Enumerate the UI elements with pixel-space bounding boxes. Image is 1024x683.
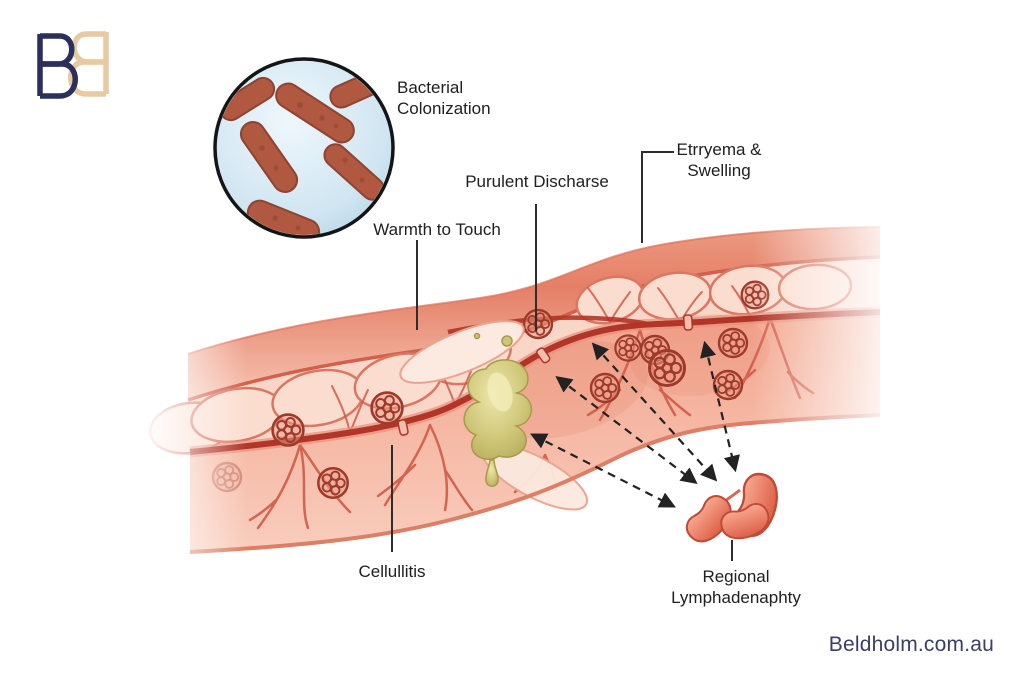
label-cellulitis: Cellullitis <box>358 562 426 581</box>
bacteria-rods <box>218 71 385 235</box>
annotation-lines <box>391 151 733 561</box>
bacteria-magnifier <box>213 57 395 239</box>
erythema-label-line <box>641 151 674 243</box>
magnifier-circle <box>213 57 395 239</box>
label-erythema-swelling: Etrryema & Swelling <box>676 140 762 180</box>
skin-surface-edge <box>187 226 881 355</box>
label-purulent-discharge: Purulent Discharse <box>465 172 609 191</box>
logo-b <box>37 33 78 99</box>
website-watermark: Beldholm.com.au <box>828 633 994 656</box>
label-bacterial-colonization: Bacterial Colonization <box>397 78 491 118</box>
lymph-nodes <box>680 469 785 551</box>
pus-discharge <box>463 332 533 487</box>
beldholm-logo-icon <box>37 31 109 99</box>
spread-arrows <box>530 340 740 508</box>
bacteria-cluster-icon <box>271 413 305 447</box>
label-regional-lymphadenopathy: Regional Lymphadenaphty <box>671 567 801 607</box>
label-warmth-to-touch: Warmth to Touch <box>373 220 501 239</box>
